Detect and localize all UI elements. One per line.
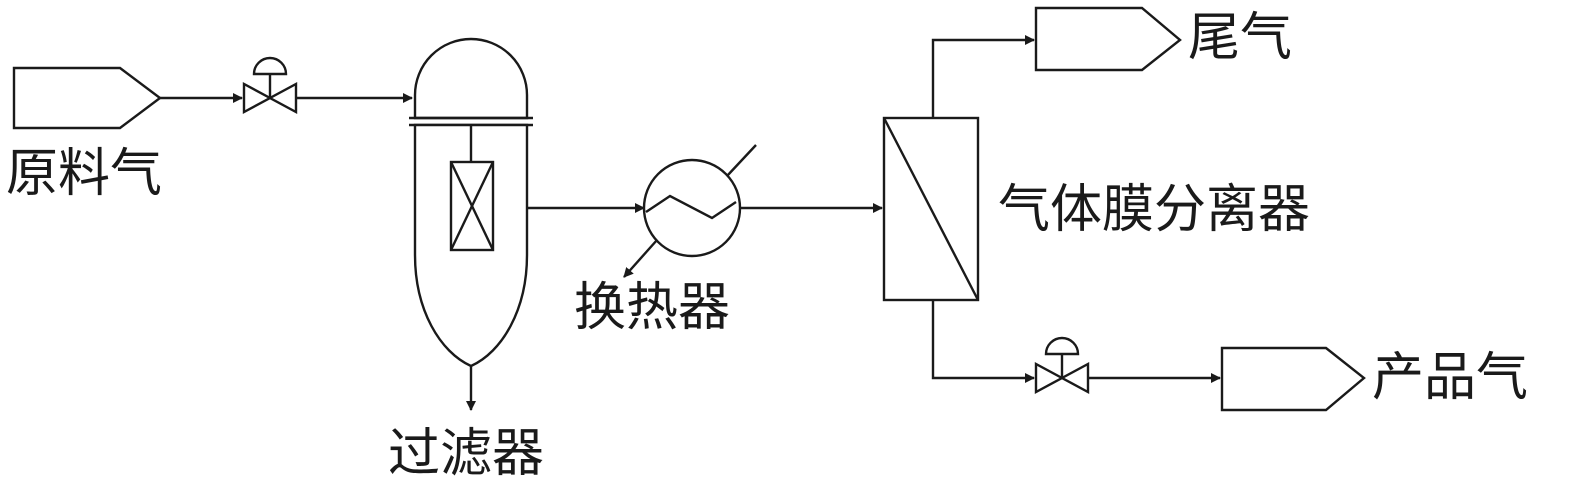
product-control-valve-icon [1034, 336, 1090, 395]
membrane-separator-label: 气体膜分离器 [998, 180, 1311, 240]
separator-to-tail-gas-line [931, 35, 1035, 118]
separator-to-product-valve-line [931, 300, 1035, 383]
tail-gas-label: 尾气 [1188, 8, 1293, 68]
feed-gas-label: 原料气 [6, 144, 163, 204]
membrane-separator-unit [882, 116, 980, 302]
filter-vessel [409, 37, 533, 368]
tail-gas-destination [1034, 6, 1182, 72]
feed-control-valve-icon [242, 56, 298, 115]
product-gas-label: 产品气 [1372, 348, 1529, 408]
product-gas-destination [1220, 346, 1366, 412]
heat-exchanger-icon [623, 144, 757, 278]
filter-label: 过滤器 [388, 424, 545, 484]
feed-gas-source [12, 66, 162, 130]
heat-exchanger-label: 换热器 [574, 278, 731, 338]
